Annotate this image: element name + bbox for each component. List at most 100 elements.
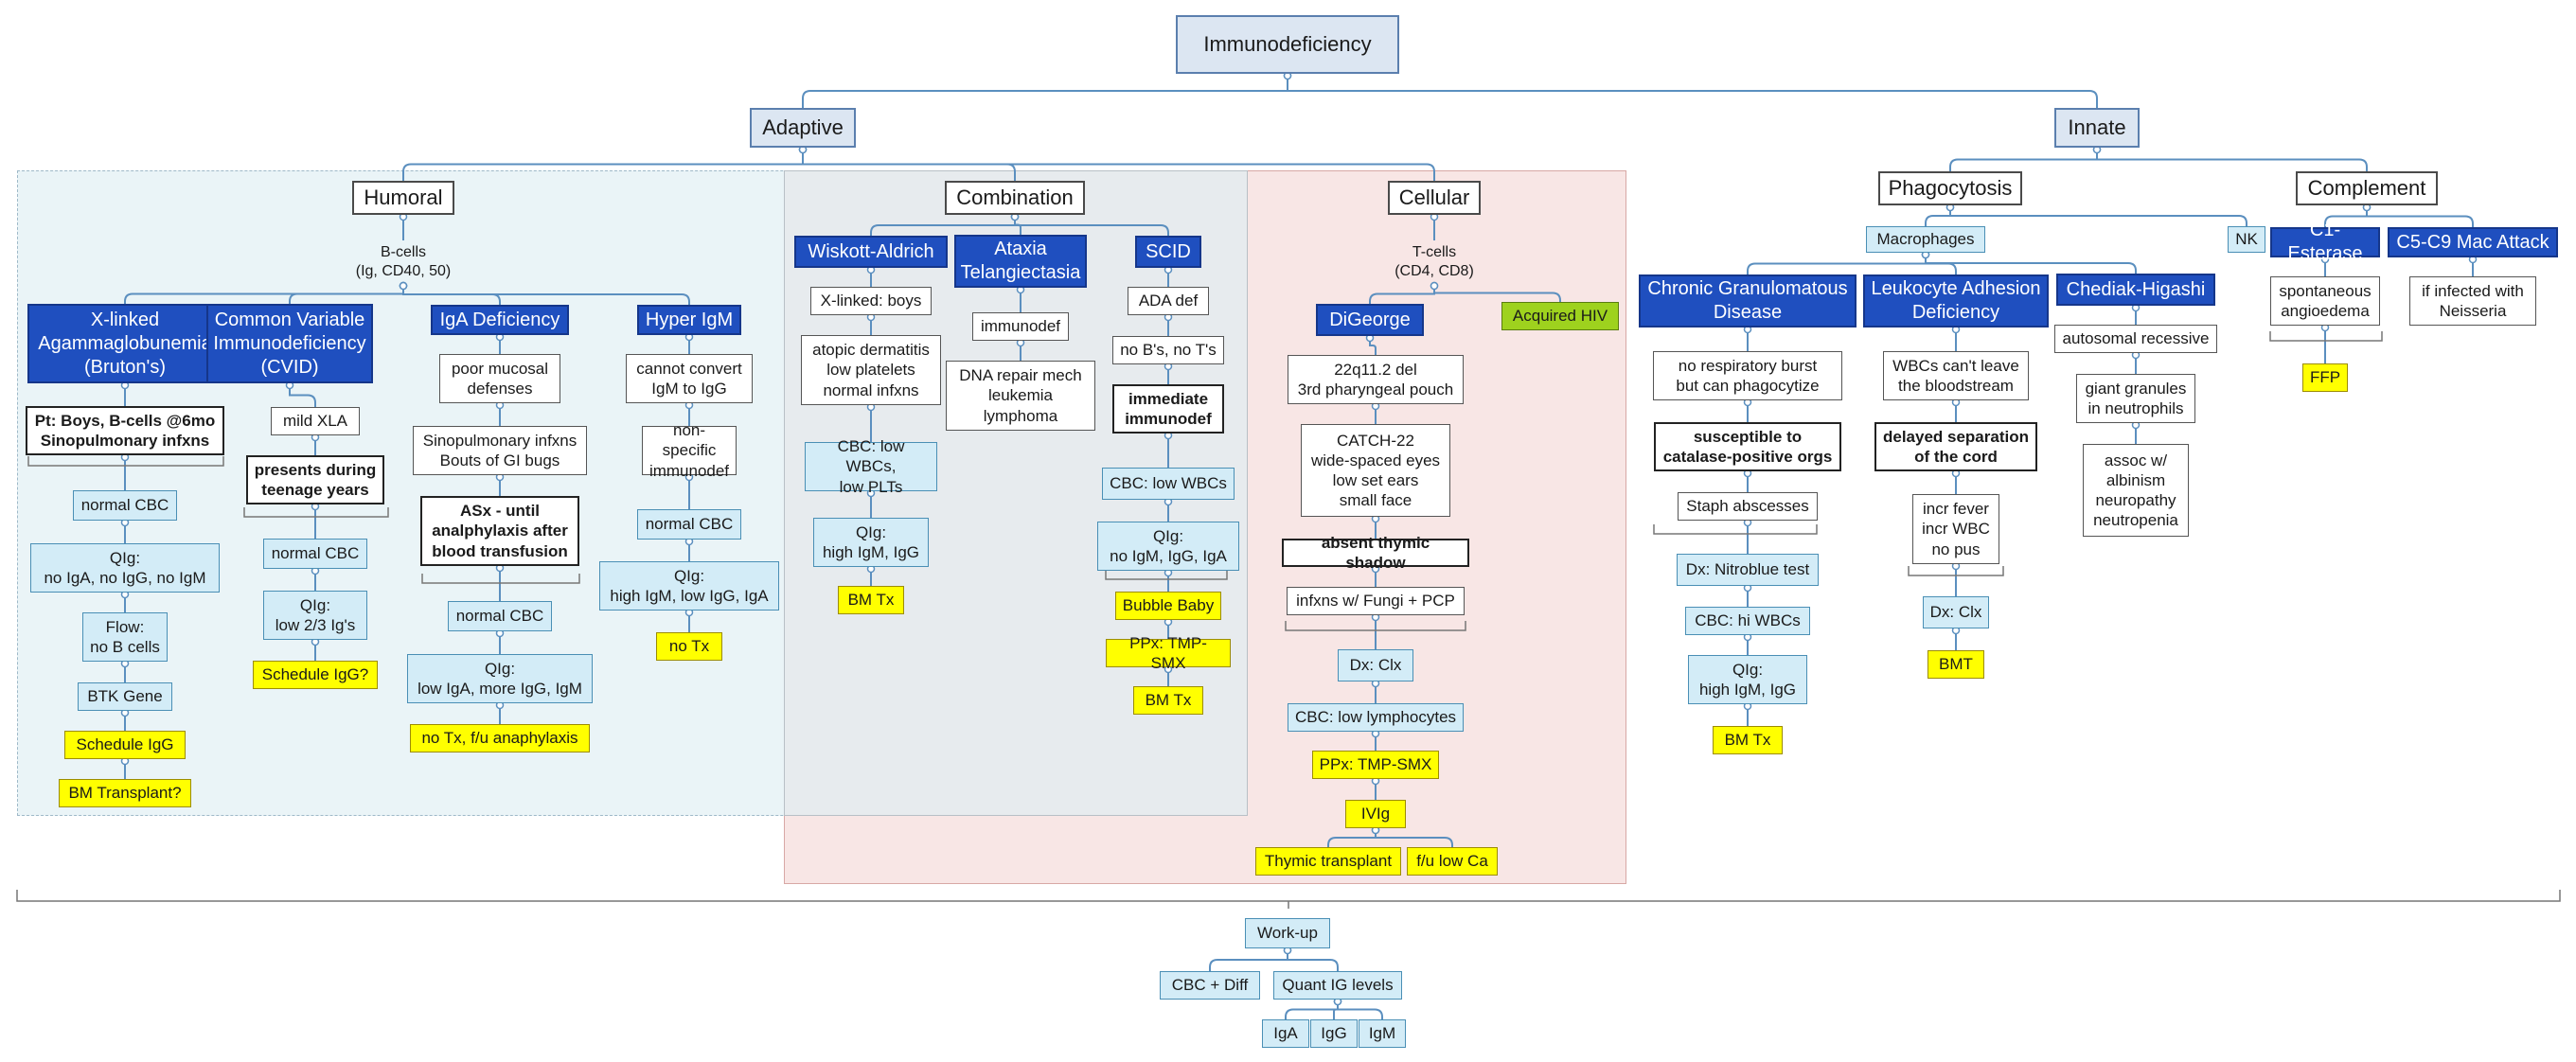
node-phagocytosis[interactable]: Phagocytosis [1878, 171, 2022, 205]
node-wa4[interactable]: QIg: high IgM, IgG [813, 518, 929, 567]
node-cgd4[interactable]: Dx: Nitroblue test [1677, 554, 1819, 586]
node-scid6[interactable]: Bubble Baby [1115, 592, 1221, 620]
node-scid1[interactable]: ADA def [1128, 287, 1209, 315]
node-wa5[interactable]: BM Tx [838, 586, 904, 614]
node-higm4[interactable]: QIg: high IgM, low IgG, IgA [599, 561, 779, 611]
node-xla3[interactable]: QIg: no IgA, no IgG, no IgM [30, 543, 220, 593]
node-wa[interactable]: Wiskott-Aldrich [794, 236, 948, 268]
node-higm3[interactable]: normal CBC [637, 509, 741, 540]
node-nk[interactable]: NK [2228, 226, 2265, 253]
node-dig9[interactable]: Thymic transplant [1255, 847, 1401, 876]
node-lad[interactable]: Leukocyte Adhesion Deficiency [1863, 274, 2049, 327]
node-scid7[interactable]: PPx: TMP-SMX [1106, 634, 1231, 672]
node-lad3[interactable]: incr fever incr WBC no pus [1912, 494, 1999, 564]
node-cgd7[interactable]: BM Tx [1713, 726, 1783, 754]
node-workup[interactable]: Work-up [1245, 918, 1330, 948]
node-hiv[interactable]: Acquired HIV [1501, 302, 1619, 330]
node-c5[interactable]: C5-C9 Mac Attack [2388, 227, 2558, 257]
node-dig1[interactable]: 22q11.2 del 3rd pharyngeal pouch [1288, 355, 1464, 404]
node-quant[interactable]: Quant IG levels [1273, 971, 1402, 1000]
node-at1[interactable]: immunodef [972, 312, 1069, 341]
node-cgd2[interactable]: susceptible to catalase-positive orgs [1654, 422, 1841, 471]
node-higm5[interactable]: no Tx [656, 632, 722, 661]
node-dig3[interactable]: absent thymic shadow [1282, 534, 1469, 572]
node-c1b[interactable]: FFP [2302, 363, 2348, 392]
node-lad2[interactable]: delayed separation of the cord [1874, 422, 2037, 471]
node-combination[interactable]: Combination [945, 181, 1085, 215]
node-tcells[interactable]: T-cells (CD4, CD8) [1395, 244, 1474, 279]
node-cgd[interactable]: Chronic Granulomatous Disease [1639, 274, 1856, 327]
node-iga2[interactable]: Sinopulmonary infxns Bouts of GI bugs [413, 426, 587, 475]
node-dig5[interactable]: Dx: Clx [1338, 649, 1413, 681]
node-chs1[interactable]: autosomal recessive [2054, 325, 2217, 353]
node-higm1[interactable]: cannot convert IgM to IgG [626, 354, 753, 403]
node-xla4[interactable]: Flow: no B cells [82, 612, 168, 662]
node-root[interactable]: Immunodeficiency [1176, 15, 1399, 74]
node-xla5[interactable]: BTK Gene [78, 682, 172, 711]
node-innate[interactable]: Innate [2054, 108, 2140, 148]
node-dig8[interactable]: IVIg [1345, 800, 1406, 828]
node-wa1[interactable]: X-linked: boys [810, 287, 932, 315]
node-dig[interactable]: DiGeorge [1316, 304, 1424, 336]
node-iga1[interactable]: poor mucosal defenses [439, 354, 560, 403]
node-iga3[interactable]: ASx - until analphylaxis after blood tra… [420, 496, 579, 566]
node-xla6[interactable]: Schedule IgG [64, 731, 186, 759]
node-chs[interactable]: Chediak-Higashi [2056, 274, 2215, 306]
node-humoral[interactable]: Humoral [352, 181, 454, 215]
node-cvid3[interactable]: normal CBC [263, 539, 367, 569]
node-adaptive[interactable]: Adaptive [750, 108, 856, 148]
node-lad4[interactable]: Dx: Clx [1923, 596, 1989, 628]
node-complement[interactable]: Complement [2296, 171, 2438, 205]
node-cvid[interactable]: Common Variable Immunodeficiency (CVID) [206, 304, 373, 383]
node-cgd5[interactable]: CBC: hi WBCs [1685, 607, 1810, 635]
node-dig6[interactable]: CBC: low lymphocytes [1288, 703, 1464, 732]
node-scid8[interactable]: BM Tx [1133, 686, 1203, 715]
node-scid2[interactable]: no B's, no T's [1112, 336, 1224, 364]
node-chs3[interactable]: assoc w/ albinism neuropathy neutropenia [2083, 444, 2189, 537]
node-macro[interactable]: Macrophages [1866, 226, 1985, 253]
node-chs2[interactable]: giant granules in neutrophils [2076, 374, 2195, 423]
node-iga6[interactable]: no Tx, f/u anaphylaxis [410, 724, 590, 752]
node-dig7[interactable]: PPx: TMP-SMX [1312, 751, 1439, 779]
node-cvid2[interactable]: presents during teenage years [246, 455, 384, 504]
node-scid3[interactable]: immediate immunodef [1112, 384, 1224, 434]
node-cvid4[interactable]: QIg: low 2/3 Ig's [263, 591, 367, 640]
node-scid[interactable]: SCID [1135, 236, 1201, 268]
node-scid4[interactable]: CBC: low WBCs [1102, 468, 1235, 500]
node-xla7[interactable]: BM Transplant? [59, 779, 191, 807]
node-wa2[interactable]: atopic dermatitis low platelets normal i… [801, 335, 941, 405]
node-igg_t[interactable]: IgG [1310, 1019, 1358, 1048]
node-c5a[interactable]: if infected with Neisseria [2409, 276, 2536, 326]
node-cgd1[interactable]: no respiratory burst but can phagocytize [1653, 351, 1842, 400]
node-igm_t[interactable]: IgM [1359, 1019, 1406, 1048]
node-at[interactable]: Ataxia Telangiectasia [954, 235, 1087, 288]
node-xla1[interactable]: Pt: Boys, B-cells @6mo Sinopulmonary inf… [26, 406, 224, 455]
node-cellular[interactable]: Cellular [1388, 181, 1481, 215]
node-dig10[interactable]: f/u low Ca [1407, 847, 1498, 876]
node-higm2[interactable]: non-specific immunodef [642, 421, 737, 480]
node-bcells[interactable]: B-cells (Ig, CD40, 50) [355, 244, 452, 279]
node-c1a[interactable]: spontaneous angioedema [2270, 276, 2380, 326]
node-c1[interactable]: C1-Esterase [2270, 220, 2380, 264]
node-xla[interactable]: X-linked Agammaglobunemia (Bruton's) [27, 304, 222, 383]
node-scid5[interactable]: QIg: no IgM, IgG, IgA [1097, 522, 1239, 571]
node-cgd3[interactable]: Staph abscesses [1678, 492, 1818, 521]
node-cbcdiff[interactable]: CBC + Diff [1160, 971, 1260, 1000]
node-iga5[interactable]: QIg: low IgA, more IgG, IgM [407, 654, 593, 703]
node-cgd6[interactable]: QIg: high IgM, IgG [1688, 655, 1807, 704]
node-iga_t[interactable]: IgA [1262, 1019, 1309, 1048]
node-dig4[interactable]: infxns w/ Fungi + PCP [1287, 587, 1465, 615]
node-cvid5[interactable]: Schedule IgG? [253, 661, 378, 689]
node-lad1[interactable]: WBCs can't leave the bloodstream [1883, 351, 2029, 400]
node-igad[interactable]: IgA Deficiency [431, 305, 569, 335]
edge-complement-c5 [2366, 205, 2474, 227]
node-xla2[interactable]: normal CBC [73, 490, 177, 521]
node-cvid1[interactable]: mild XLA [271, 407, 360, 435]
summary-brace-7 [2269, 331, 2383, 342]
node-dig2[interactable]: CATCH-22 wide-spaced eyes low set ears s… [1301, 424, 1450, 517]
node-higm[interactable]: Hyper IgM [637, 305, 741, 335]
node-at2[interactable]: DNA repair mech leukemia lymphoma [946, 361, 1095, 431]
node-iga4[interactable]: normal CBC [448, 601, 552, 631]
node-wa3[interactable]: CBC: low WBCs, low PLTs [805, 437, 937, 496]
node-lad5[interactable]: BMT [1928, 650, 1984, 679]
